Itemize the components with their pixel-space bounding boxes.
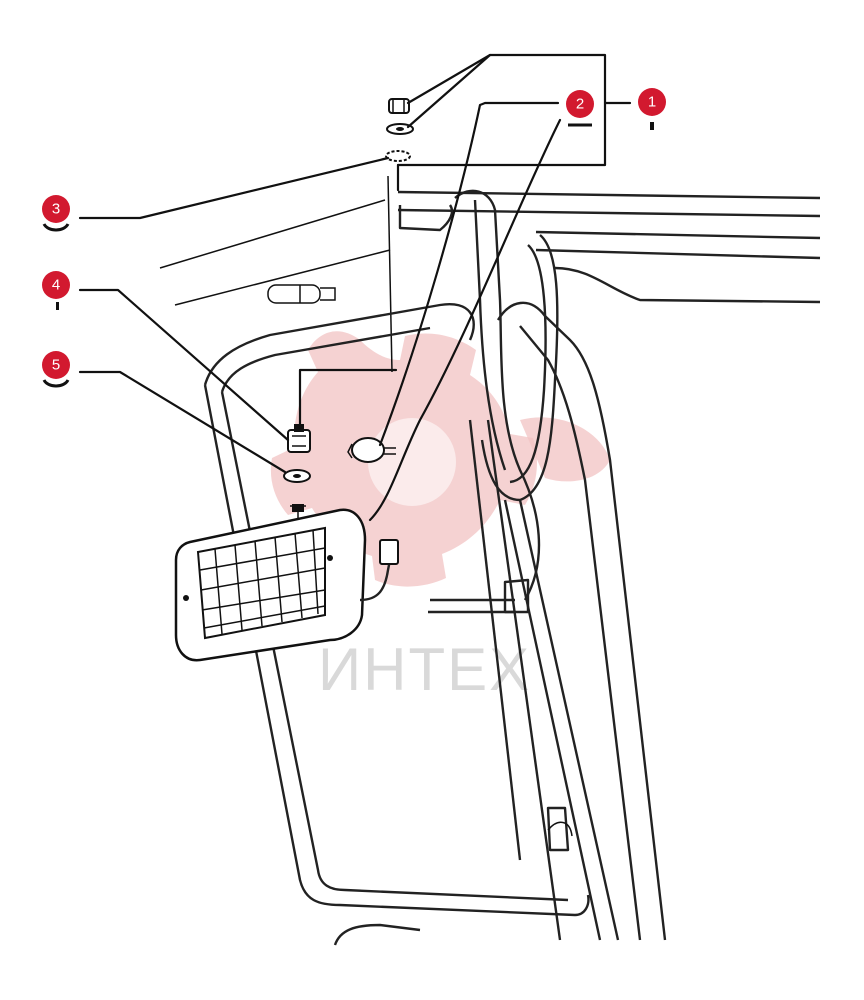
callout-4: 4 — [42, 271, 70, 310]
nut — [388, 98, 410, 114]
washer-bottom — [283, 469, 311, 483]
callout-3: 3 — [42, 195, 70, 232]
callout-2-label: 2 — [576, 96, 584, 113]
callout-1-label: 1 — [648, 94, 656, 111]
callout-3-label: 3 — [52, 201, 60, 218]
watermark-text: ИНТЕХ — [318, 636, 531, 703]
callout-2: 2 — [566, 90, 594, 127]
callout-4-label: 4 — [52, 277, 60, 294]
callout-1: 1 — [638, 88, 666, 130]
callout-5: 5 — [42, 351, 70, 388]
bolt — [267, 284, 336, 304]
leader-lines — [78, 53, 632, 522]
bulb — [347, 437, 396, 463]
washer-top — [386, 123, 414, 135]
cab-outline — [159, 175, 821, 946]
lock-washer — [385, 150, 411, 162]
work-light — [174, 504, 399, 662]
callout-5-label: 5 — [52, 357, 60, 374]
